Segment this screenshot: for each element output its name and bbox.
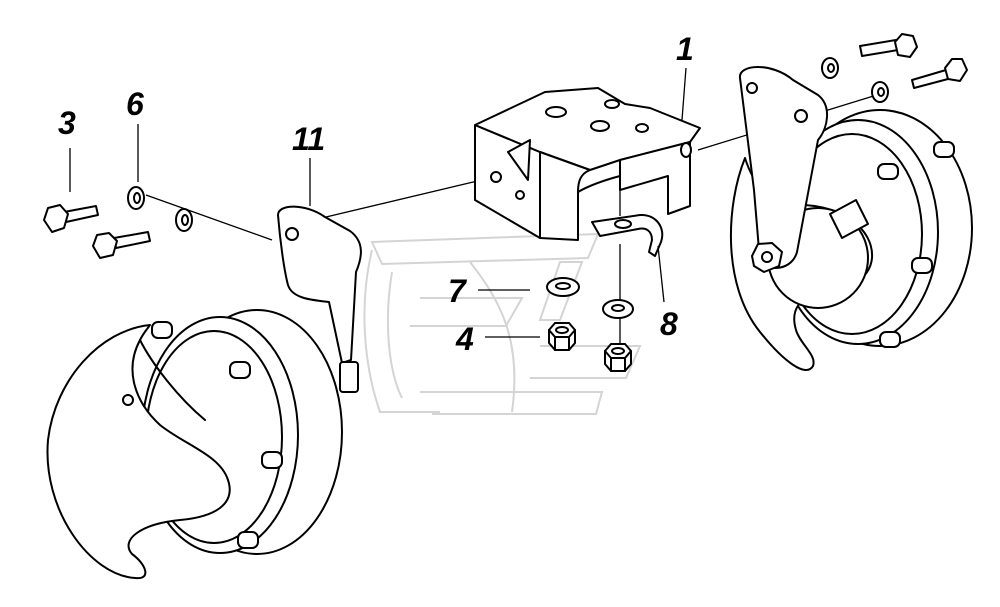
washer-inner	[133, 192, 141, 204]
axis-line	[304, 177, 491, 223]
washer-inner	[827, 63, 835, 73]
spring-washer-1	[546, 277, 580, 297]
callout-3: 3	[58, 105, 76, 141]
nut-hole	[611, 347, 625, 355]
bolt-shank	[911, 69, 949, 89]
bolt-left-upper	[43, 204, 99, 233]
bolt-right-lower	[911, 58, 968, 89]
bolt-head	[944, 58, 968, 82]
callout-4: 4	[455, 321, 474, 357]
callout-1: 1	[676, 31, 694, 67]
washer-left-upper	[127, 186, 145, 210]
watermark-stroke	[363, 249, 440, 413]
bolt-right-upper	[859, 33, 918, 58]
watermark-stroke	[530, 345, 642, 379]
right-horn	[729, 66, 973, 371]
washer-inner	[877, 87, 885, 97]
right-horn-terminal-clip	[829, 199, 869, 239]
left-horn	[46, 205, 362, 580]
bracket-slot	[545, 106, 567, 118]
right-bracket-hole	[794, 109, 808, 123]
callout-11: 11	[292, 121, 325, 157]
bracket-slot	[604, 99, 620, 109]
axis-line	[145, 194, 273, 241]
left-horn-terminal-clip	[339, 361, 359, 393]
bolt-left-lower	[92, 231, 151, 259]
watermark-stroke	[370, 232, 600, 266]
bracket-channel	[539, 151, 591, 241]
left-horn-shell-screw	[122, 394, 134, 406]
washer-inner	[611, 304, 625, 312]
leader-lines	[69, 67, 687, 338]
nut-hole	[555, 326, 569, 334]
right-horn-screw	[933, 141, 955, 158]
washer-inner	[555, 282, 571, 290]
watermark-stroke	[420, 391, 604, 415]
left-horn-shell-lip	[139, 339, 206, 421]
bracket-hole	[515, 190, 525, 200]
bolt-shank	[63, 205, 99, 223]
spring-washer-2	[602, 299, 634, 319]
bracket-channel-edge	[577, 175, 621, 193]
callouts: 1 3 4 6 7 8 11	[58, 31, 694, 357]
left-bracket-hole	[285, 227, 299, 241]
spring-clip	[591, 213, 664, 257]
callout-6: 6	[126, 86, 144, 122]
washer-right-upper	[821, 57, 839, 79]
callout-8: 8	[660, 306, 678, 342]
nut-edge	[610, 357, 626, 372]
spring-clip-body	[591, 213, 664, 257]
washer-left-lower	[175, 208, 193, 232]
leader-line-8	[657, 245, 665, 303]
right-bracket-hole	[746, 82, 758, 94]
left-horn-screw	[151, 321, 173, 339]
leader-line-1	[681, 67, 687, 121]
bolt-head	[43, 204, 69, 233]
bracket-hole	[680, 142, 692, 158]
washer-inner	[181, 214, 189, 226]
watermark-stroke	[386, 271, 403, 399]
right-horn-screw	[877, 163, 899, 180]
nut-2	[604, 343, 632, 372]
bracket-slot	[635, 123, 649, 133]
watermark-stroke	[538, 261, 584, 321]
left-horn-screw	[237, 531, 259, 549]
right-horn-screw	[879, 331, 901, 348]
nut-1	[548, 322, 576, 351]
watermark-stroke	[410, 297, 524, 327]
right-horn-nut-stud	[761, 251, 773, 263]
bolt-shank	[859, 39, 899, 57]
bracket-right-side	[619, 141, 691, 215]
right-horn-screw	[911, 257, 933, 274]
watermark-logo	[363, 232, 642, 415]
spring-clip-hole	[614, 219, 632, 229]
bracket-hole	[490, 171, 502, 183]
nut-edge	[554, 336, 570, 351]
watermark-stroke	[469, 261, 516, 413]
bracket-triangle-cutout	[507, 139, 531, 181]
bolt-head	[92, 232, 118, 259]
left-horn-screw	[229, 361, 251, 379]
callout-7: 7	[448, 273, 468, 309]
left-horn-shell	[46, 324, 231, 580]
mounting-bracket	[474, 87, 701, 241]
bracket-slot	[590, 120, 610, 132]
left-horn-screw	[261, 451, 283, 469]
washer-right-lower	[871, 81, 889, 103]
bolt-head	[894, 33, 918, 58]
bolt-shank	[113, 231, 151, 249]
